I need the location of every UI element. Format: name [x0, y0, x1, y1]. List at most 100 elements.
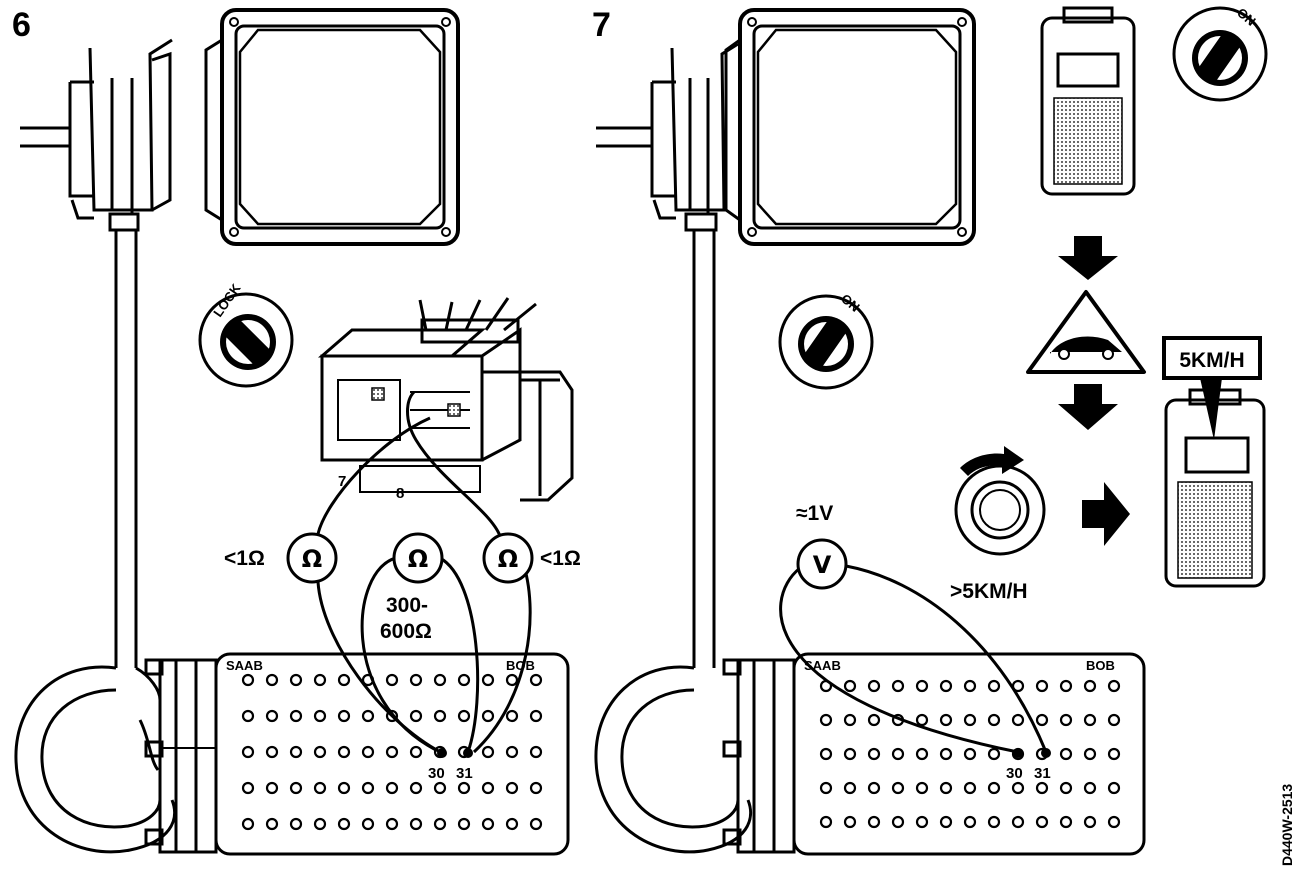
bob-socket-hole: [457, 781, 471, 795]
step-number-7: 7: [592, 6, 611, 44]
bob-socket-hole: [241, 781, 255, 795]
bob-socket-hole: [385, 817, 399, 831]
speed-condition: >5KM/H: [950, 580, 1028, 603]
bob-socket-hole: [819, 713, 833, 727]
ignition-switch-icon: [778, 294, 874, 390]
arrow-down-icon: [1058, 236, 1118, 280]
bob-socket-hole: [265, 817, 279, 831]
bob-socket-hole: [915, 713, 929, 727]
bob-socket-hole: [481, 673, 495, 687]
bob-socket-hole: [529, 745, 543, 759]
bob-socket-hole: [1107, 815, 1121, 829]
bob-socket-hole: [361, 709, 375, 723]
ohmmeter-2-symbol: Ω: [408, 545, 428, 573]
bob-socket-hole: [337, 817, 351, 831]
ohmmeter-3: Ω: [482, 532, 534, 584]
bob-socket-hole: [337, 745, 351, 759]
bob-socket-hole: [433, 781, 447, 795]
ohmmeter-3-symbol: Ω: [498, 545, 518, 573]
bob-socket-hole: [457, 673, 471, 687]
bob-socket-hole: [843, 815, 857, 829]
bob-socket-hole: [409, 709, 423, 723]
bob-socket-hole: [265, 709, 279, 723]
bob-socket-hole: [505, 817, 519, 831]
bob-socket-hole: [915, 781, 929, 795]
bob-socket-hole: [1059, 679, 1073, 693]
bob-socket-hole: [385, 745, 399, 759]
test-leads-step6: [316, 390, 532, 755]
bob-socket-hole: [867, 815, 881, 829]
bob-socket-hole: [313, 781, 327, 795]
bob-socket-hole: [529, 781, 543, 795]
bob-socket-hole: [939, 713, 953, 727]
bob-socket-hole: [963, 815, 977, 829]
pin-label-30: 30: [428, 765, 445, 782]
bob-socket-hole: [529, 709, 543, 723]
bob-socket-hole: [481, 817, 495, 831]
bob-socket-hole: [385, 673, 399, 687]
bob-socket-hole: [1035, 713, 1049, 727]
bob-socket-hole: [1035, 815, 1049, 829]
ecu-box-icon: [204, 8, 460, 246]
bob-socket-hole: [963, 679, 977, 693]
pin-label-30: 30: [1006, 765, 1023, 782]
bob-socket-hole: [1059, 815, 1073, 829]
bob-socket-hole: [819, 781, 833, 795]
meter-2-value-line1: 300-: [386, 594, 428, 617]
bob-socket-hole: [1107, 781, 1121, 795]
ecu-connector-icon: [20, 38, 173, 232]
bob-socket-hole: [843, 747, 857, 761]
bob-socket-hole: [289, 673, 303, 687]
connector-pin-8: 8: [396, 485, 404, 502]
bob-socket-hole: [891, 815, 905, 829]
adapter-cable: [594, 230, 753, 854]
ohmmeter-1: Ω: [286, 532, 338, 584]
bob-socket-hole: [987, 713, 1001, 727]
bob-socket-hole: [433, 709, 447, 723]
bob-socket-hole: [289, 745, 303, 759]
bob-socket-hole: [891, 679, 905, 693]
meter-3-value: <1Ω: [540, 547, 581, 570]
bob-socket-hole: [289, 781, 303, 795]
component-connector-icon: [317, 297, 574, 502]
ecu-box-icon: [724, 8, 976, 246]
wheel-rotation-icon: [954, 446, 1046, 556]
voltage-value: ≈1V: [796, 502, 833, 525]
bob-socket-hole: [265, 745, 279, 759]
bob-socket-hole: [337, 673, 351, 687]
ohmmeter-2: Ω: [392, 532, 444, 584]
bob-socket-hole: [939, 679, 953, 693]
bob-socket-hole: [939, 781, 953, 795]
bob-socket-hole: [939, 747, 953, 761]
bob-socket-hole: [505, 709, 519, 723]
bob-socket-hole: [241, 673, 255, 687]
bob-socket-hole: [1083, 815, 1097, 829]
car-warning-triangle-icon: [1026, 290, 1146, 374]
voltmeter-symbol: V: [813, 551, 832, 579]
bob-socket-hole: [1083, 781, 1097, 795]
test-leads-step7: [779, 564, 1048, 754]
bob-socket-hole: [457, 709, 471, 723]
breakout-box-icon: [792, 652, 1146, 856]
bob-socket-hole: [843, 713, 857, 727]
bob-socket-hole: [457, 817, 471, 831]
bob-socket-hole: [1107, 713, 1121, 727]
voltmeter: V: [796, 538, 848, 590]
bob-socket-hole: [241, 709, 255, 723]
bob-socket-hole: [1011, 781, 1025, 795]
bob-socket-hole: [963, 747, 977, 761]
meter-2-value-line2: 600Ω: [380, 620, 432, 643]
bob-socket-hole: [867, 747, 881, 761]
ohmmeter-1-symbol: Ω: [302, 545, 322, 573]
bob-socket-hole: [1035, 679, 1049, 693]
bob-socket-hole: [433, 817, 447, 831]
bob-connector-block: [722, 658, 796, 854]
bob-socket-hole: [891, 781, 905, 795]
bob-socket-hole: [289, 709, 303, 723]
bob-socket-hole: [409, 745, 423, 759]
bob-socket-hole: [505, 781, 519, 795]
bob-socket-hole: [819, 815, 833, 829]
display-callout-text: 5KM/H: [1179, 349, 1244, 372]
bob-socket-hole: [987, 781, 1001, 795]
